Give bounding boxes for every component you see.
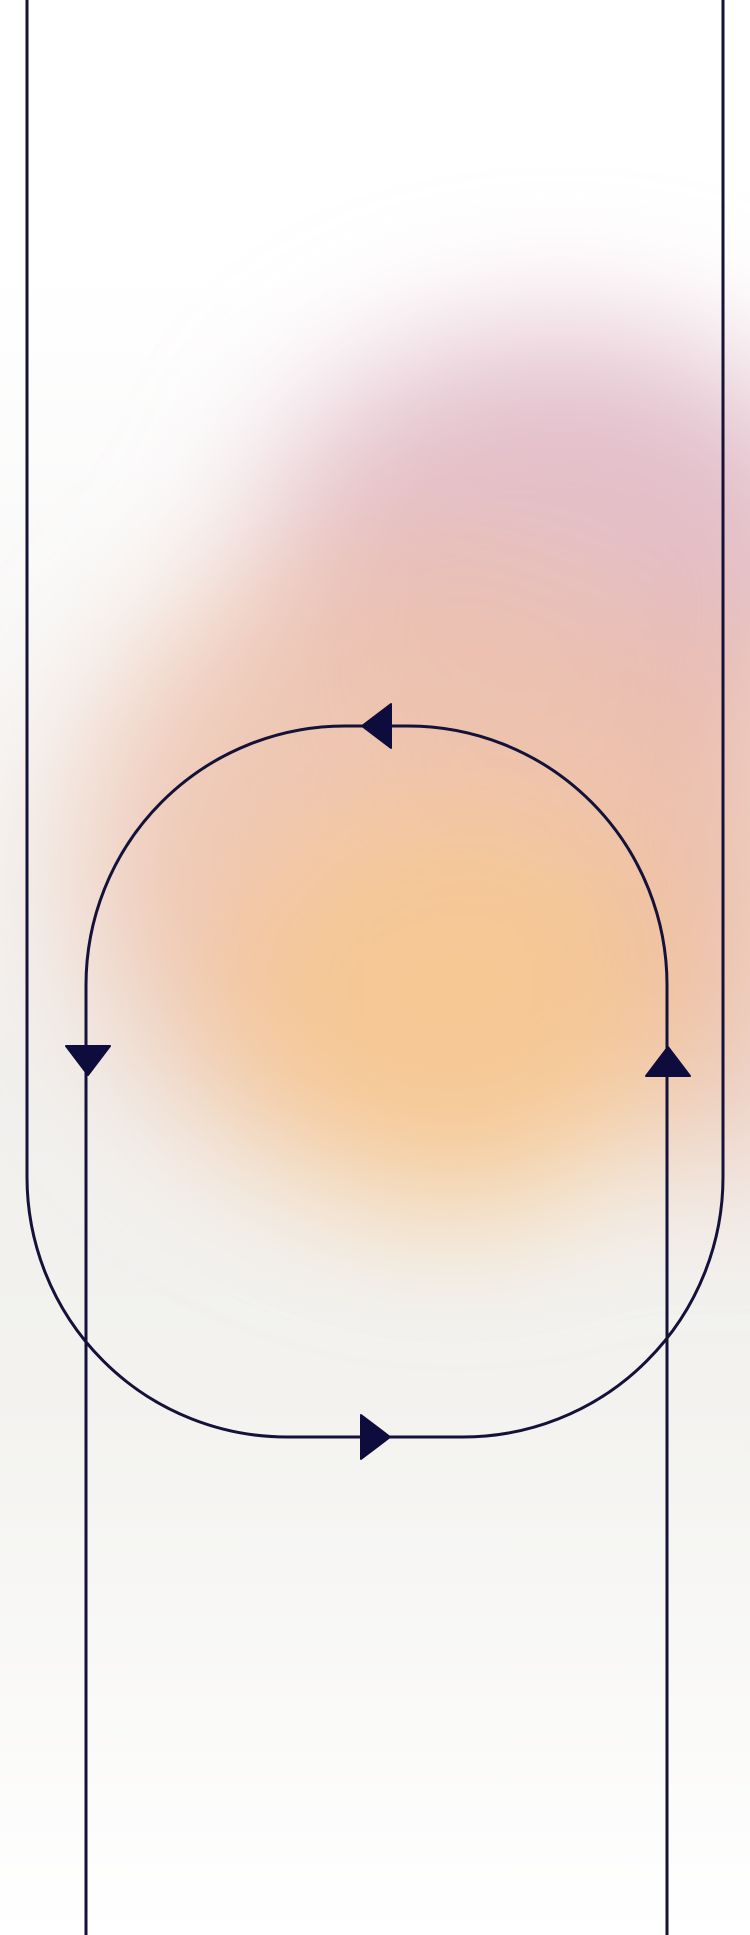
arrow-bottom-right-icon — [360, 1414, 391, 1460]
arrow-top-left-icon — [361, 703, 392, 749]
arrow-left-down-icon — [65, 1045, 111, 1076]
glow-side-right — [650, 560, 750, 1200]
glow-orange — [225, 800, 685, 1210]
arrow-right-up-icon — [645, 1046, 691, 1077]
glow-background — [80, 330, 750, 1210]
